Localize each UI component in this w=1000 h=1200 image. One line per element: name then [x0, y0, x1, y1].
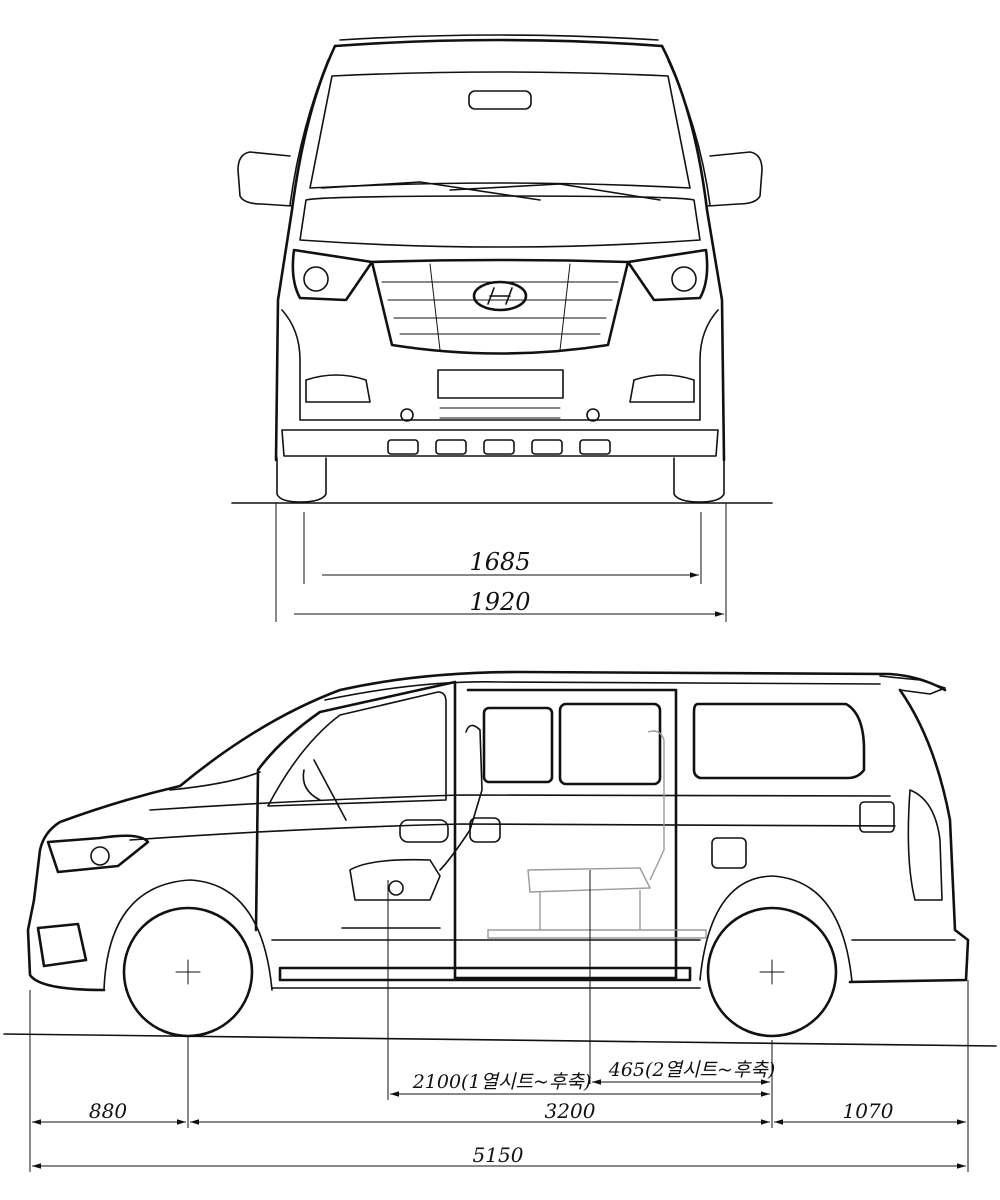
dimension-880: 880 [32, 1099, 186, 1125]
dimension-label: 465(2열시트~후축) [608, 1059, 776, 1081]
dimension-label: 1070 [843, 1099, 894, 1123]
dimension-label: 2100(1열시트~후축) [412, 1071, 592, 1093]
dimension-label: 3200 [545, 1099, 596, 1123]
dimension-label: 1685 [469, 548, 530, 576]
dimension-5150: 5150 [32, 1143, 966, 1169]
dimension-1920: 1920 [294, 588, 724, 617]
dimension-2100: 2100(1열시트~후축) [390, 1071, 770, 1097]
ground-line [3, 1033, 997, 1047]
dimension-1685: 1685 [322, 548, 699, 578]
dimension-1070: 1070 [774, 1099, 966, 1125]
extension-lines [29, 870, 969, 1172]
dimension-3200: 3200 [190, 1099, 770, 1125]
dimension-label: 5150 [473, 1143, 524, 1167]
dimension-label: 1920 [469, 588, 530, 616]
dimension-label: 880 [89, 1099, 127, 1123]
front-view [231, 34, 773, 622]
side-view [26, 670, 970, 1038]
dimension-465: 465(2열시트~후축) [592, 1059, 776, 1085]
